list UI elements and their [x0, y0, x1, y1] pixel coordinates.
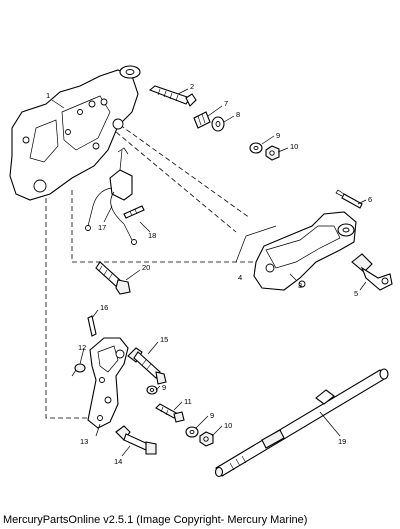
callout-9-upper: 9: [276, 131, 280, 140]
callout-11: 11: [184, 397, 192, 406]
callout-1: 1: [46, 91, 50, 100]
callout-20: 20: [142, 263, 150, 272]
callout-8: 8: [236, 110, 240, 119]
callout-9-lowest: 9: [210, 411, 214, 420]
callout-18: 18: [148, 231, 156, 240]
clamp-bracket-part: [253, 211, 357, 291]
callout-10-upper: 10: [290, 142, 298, 151]
callout-9-lower: 9: [162, 383, 166, 392]
callout-leaders: [51, 88, 367, 457]
bolt-15-part: [127, 347, 167, 385]
washer-middle-part: [146, 385, 158, 395]
callout-10-lower: 10: [224, 421, 232, 430]
callout-17: 17: [98, 223, 106, 232]
alignment-lines: [45, 121, 286, 419]
screw-18-part: [123, 205, 145, 219]
callout-13: 13: [80, 437, 88, 446]
main-bracket-part: [9, 65, 141, 201]
washer-part: [211, 116, 225, 132]
wire-harness-part: [85, 147, 137, 245]
part-4-lines: [235, 225, 277, 263]
fitting-12-part: [71, 363, 86, 377]
cotter-pin-part: [335, 189, 363, 209]
lower-bracket-part: [87, 337, 129, 429]
callout-3: 3: [298, 281, 302, 290]
pin-16-part: [87, 315, 97, 337]
washer-upper-part: [249, 142, 263, 154]
callout-7: 7: [224, 99, 228, 108]
bolt-20-part: [95, 261, 131, 295]
callout-4: 4: [238, 273, 242, 282]
stud-11-part: [155, 403, 185, 423]
nut-lower-part: [199, 431, 214, 447]
callout-15: 15: [160, 335, 168, 344]
callout-16: 16: [100, 303, 108, 312]
callout-2: 2: [190, 82, 194, 91]
callout-5: 5: [354, 289, 358, 298]
bolt-14-part: [115, 425, 157, 455]
copyright-footer: MercuryPartsOnline v2.5.1 (Image Copyrig…: [3, 514, 308, 526]
exploded-parts-diagram: 1 2 3 4 5 6 7 8 9 10 11 12 13 14 15 16 1…: [9, 65, 393, 478]
washer-lower-part: [185, 426, 199, 438]
bolt-5-part: [351, 253, 393, 291]
callout-19: 19: [338, 437, 346, 446]
callout-12: 12: [78, 343, 86, 352]
nut-upper-part: [265, 145, 280, 161]
callout-6: 6: [368, 195, 372, 204]
callout-labels: 1 2 3 4 5 6 7 8 9 10 11 12 13 14 15 16 1…: [46, 82, 372, 466]
spring-part: [193, 111, 211, 129]
bolt-part: [148, 85, 197, 107]
callout-14: 14: [114, 457, 122, 466]
shaft-19-part: [214, 368, 389, 478]
